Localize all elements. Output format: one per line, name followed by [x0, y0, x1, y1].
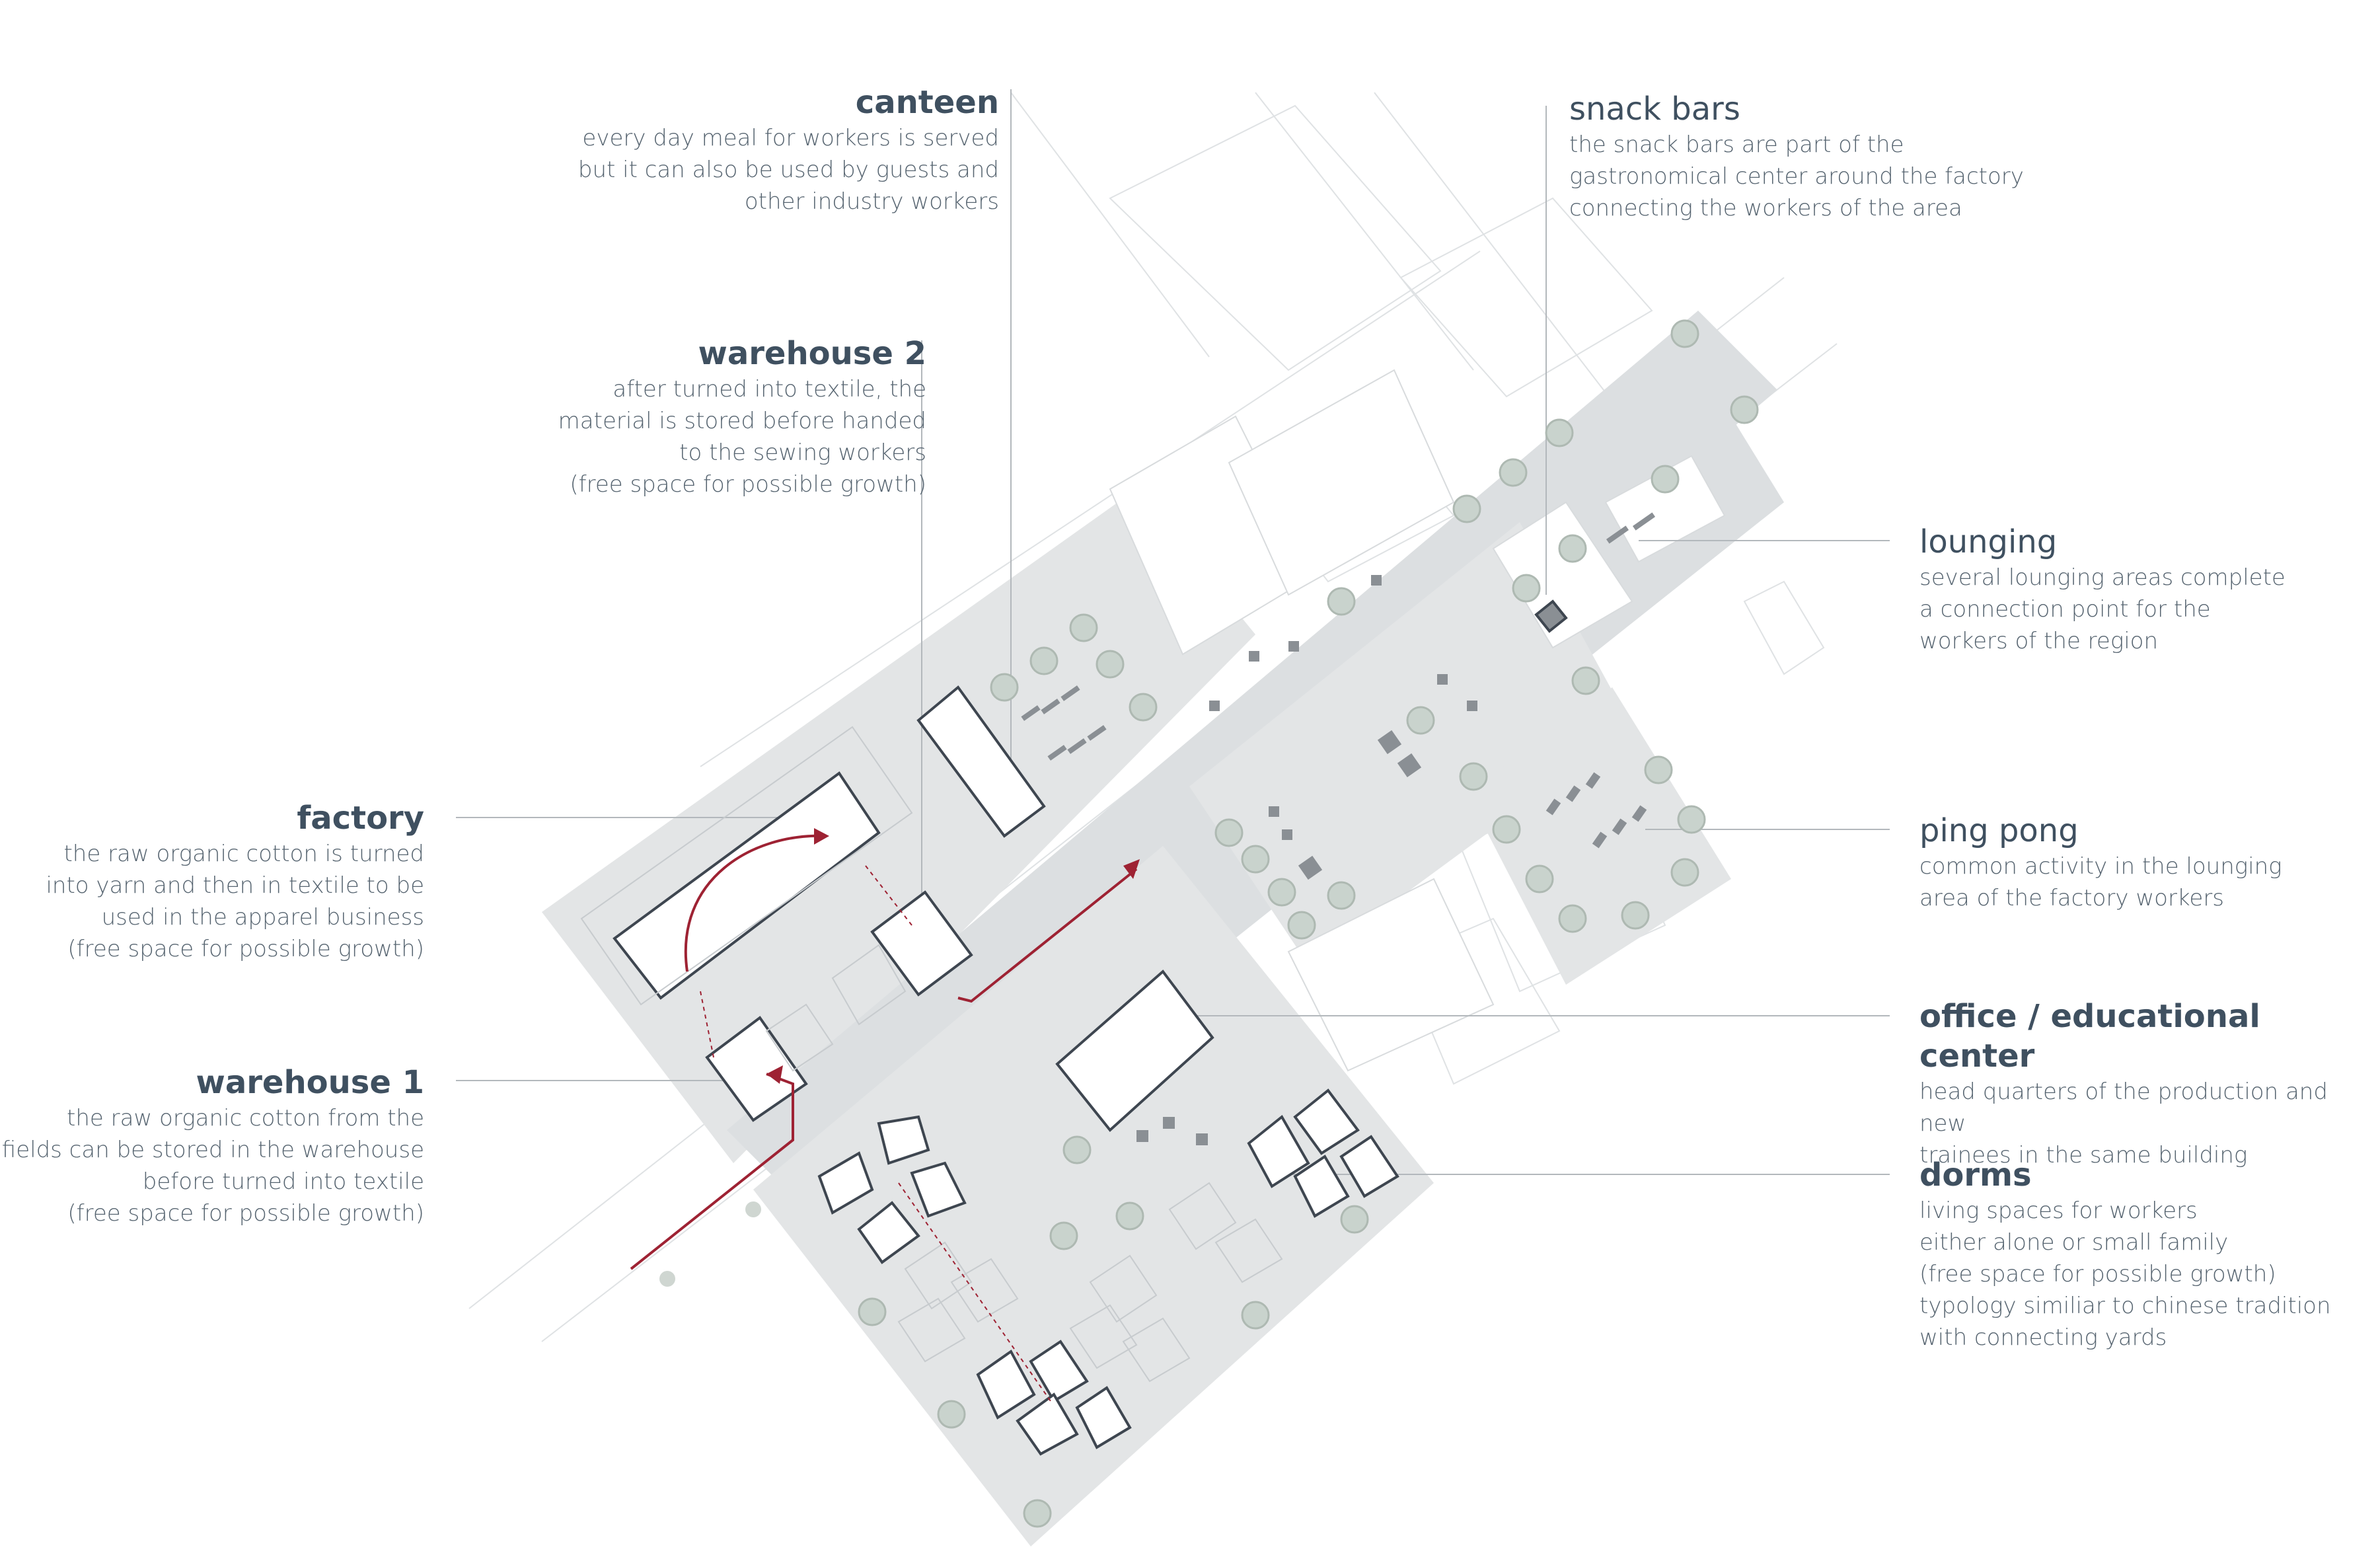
factory-desc-4: (free space for possible growth) [67, 936, 424, 962]
dorm-i [1247, 1114, 1310, 1188]
office-building [1055, 970, 1214, 1132]
warehouse1-desc-4: (free space for possible growth) [67, 1200, 424, 1227]
dorm-a [817, 1151, 874, 1215]
pingpong-desc-1: common activity in the lounging [1919, 853, 2282, 880]
canteen-desc-2: but it can also be used by guests and [577, 157, 999, 183]
dorm-plot [753, 846, 1434, 1546]
lounging-title: lounging [1919, 523, 2058, 560]
factory-label: factory the raw organic cotton is turned… [15, 798, 424, 965]
pingpong-desc-2: area of the factory workers [1919, 885, 2225, 911]
canteen-label: canteen every day meal for workers is se… [537, 83, 999, 217]
dotted-flows [700, 865, 1051, 1402]
lounging-label: lounging several lounging areas complete… [1919, 522, 2349, 657]
office-desc-1: head quarters of the production and new [1919, 1079, 2328, 1137]
dorms-desc-3: (free space for possible growth) [1919, 1261, 2276, 1287]
warehouse1-desc-1: the raw organic cotton from the [67, 1105, 424, 1131]
warehouse2-desc-4: (free space for possible growth) [570, 471, 926, 498]
textile-outflow-arrow [957, 868, 1138, 1003]
dorm-g [1016, 1392, 1079, 1456]
dorms-desc-5: with connecting yards [1919, 1324, 2167, 1351]
office-desc-2: trainees in the same building [1919, 1142, 2248, 1168]
factory-desc-2: into yarn and then in textile to be [46, 872, 424, 899]
warehouse2-building [870, 890, 973, 997]
snackbars-desc-3: connecting the workers of the area [1569, 195, 1962, 221]
dorms-desc-1: living spaces for workers [1919, 1198, 2198, 1224]
warehouse1-title: warehouse 1 [196, 1064, 424, 1101]
dorms-title: dorms [1919, 1157, 2032, 1194]
warehouse1-building [705, 1016, 808, 1122]
warehouse2-title: warehouse 2 [698, 335, 926, 372]
dorm-h [1075, 1386, 1132, 1449]
canteen-desc-3: other industry workers [744, 188, 999, 215]
arrow-heads [766, 828, 1140, 1084]
warehouse2-label: warehouse 2 after turned into textile, t… [464, 334, 926, 500]
pingpong-title: ping pong [1919, 812, 2079, 849]
canteen-building [916, 685, 1046, 838]
dorm-f [1029, 1340, 1089, 1403]
furniture [1021, 512, 1656, 1145]
warehouse2-desc-3: to the sewing workers [679, 439, 926, 466]
context-buildings [1109, 369, 1726, 1072]
office-label: office / educational center head quarter… [1919, 997, 2375, 1171]
warehouse1-desc-2: fields can be stored in the warehouse [1, 1137, 424, 1163]
factory-title: factory [297, 800, 424, 837]
factory-desc-3: used in the apparel business [101, 904, 424, 931]
warehouse2-desc-2: material is stored before handed [558, 408, 926, 434]
dorm-b [877, 1115, 930, 1165]
factory-plot [542, 489, 1255, 1163]
pingpong-label: ping pong common activity in the loungin… [1919, 811, 2349, 914]
dorms-desc-4: typology similiar to chinese tradition [1919, 1293, 2331, 1319]
snackbars-title: snack bars [1569, 91, 1740, 128]
dorm-k [1293, 1155, 1350, 1218]
dorm-l [1339, 1135, 1399, 1198]
warehouse1-desc-3: before turned into textile [142, 1168, 424, 1195]
trees [659, 319, 1759, 1528]
dorms-label: dorms living spaces for workers either a… [1919, 1155, 2375, 1353]
canteen-desc-1: every day meal for workers is served [582, 125, 999, 151]
main-buildings [613, 599, 1568, 1456]
snackbars-label: snack bars the snack bars are part of th… [1569, 89, 2032, 224]
dorms-desc-2: either alone or small family [1919, 1229, 2229, 1256]
factory-process-arrow [685, 834, 827, 972]
factory-building [613, 771, 881, 1000]
warehouse1-label: warehouse 1 the raw organic cotton from … [0, 1063, 424, 1229]
dorm-c [910, 1161, 967, 1218]
factory-desc-1: the raw organic cotton is turned [63, 841, 424, 867]
dorm-d [857, 1201, 920, 1264]
lounging-desc-3: workers of the region [1919, 628, 2159, 654]
dorm-j [1293, 1088, 1360, 1155]
canteen-title: canteen [855, 84, 999, 121]
warehouse2-desc-1: after turned into textile, the [613, 376, 926, 402]
lounging-desc-2: a connection point for the [1919, 596, 2211, 623]
dorm-e [976, 1350, 1036, 1420]
snackbars-desc-1: the snack bars are part of the [1569, 132, 1904, 158]
snackbar-kiosk [1534, 599, 1568, 633]
snackbars-desc-2: gastronomical center around the factory [1569, 163, 2024, 190]
growth-footprints [580, 726, 1283, 1383]
lounging-plot [1189, 522, 1632, 965]
office-title: office / educational center [1919, 998, 2260, 1075]
lounging-desc-1: several lounging areas complete [1919, 564, 2286, 591]
